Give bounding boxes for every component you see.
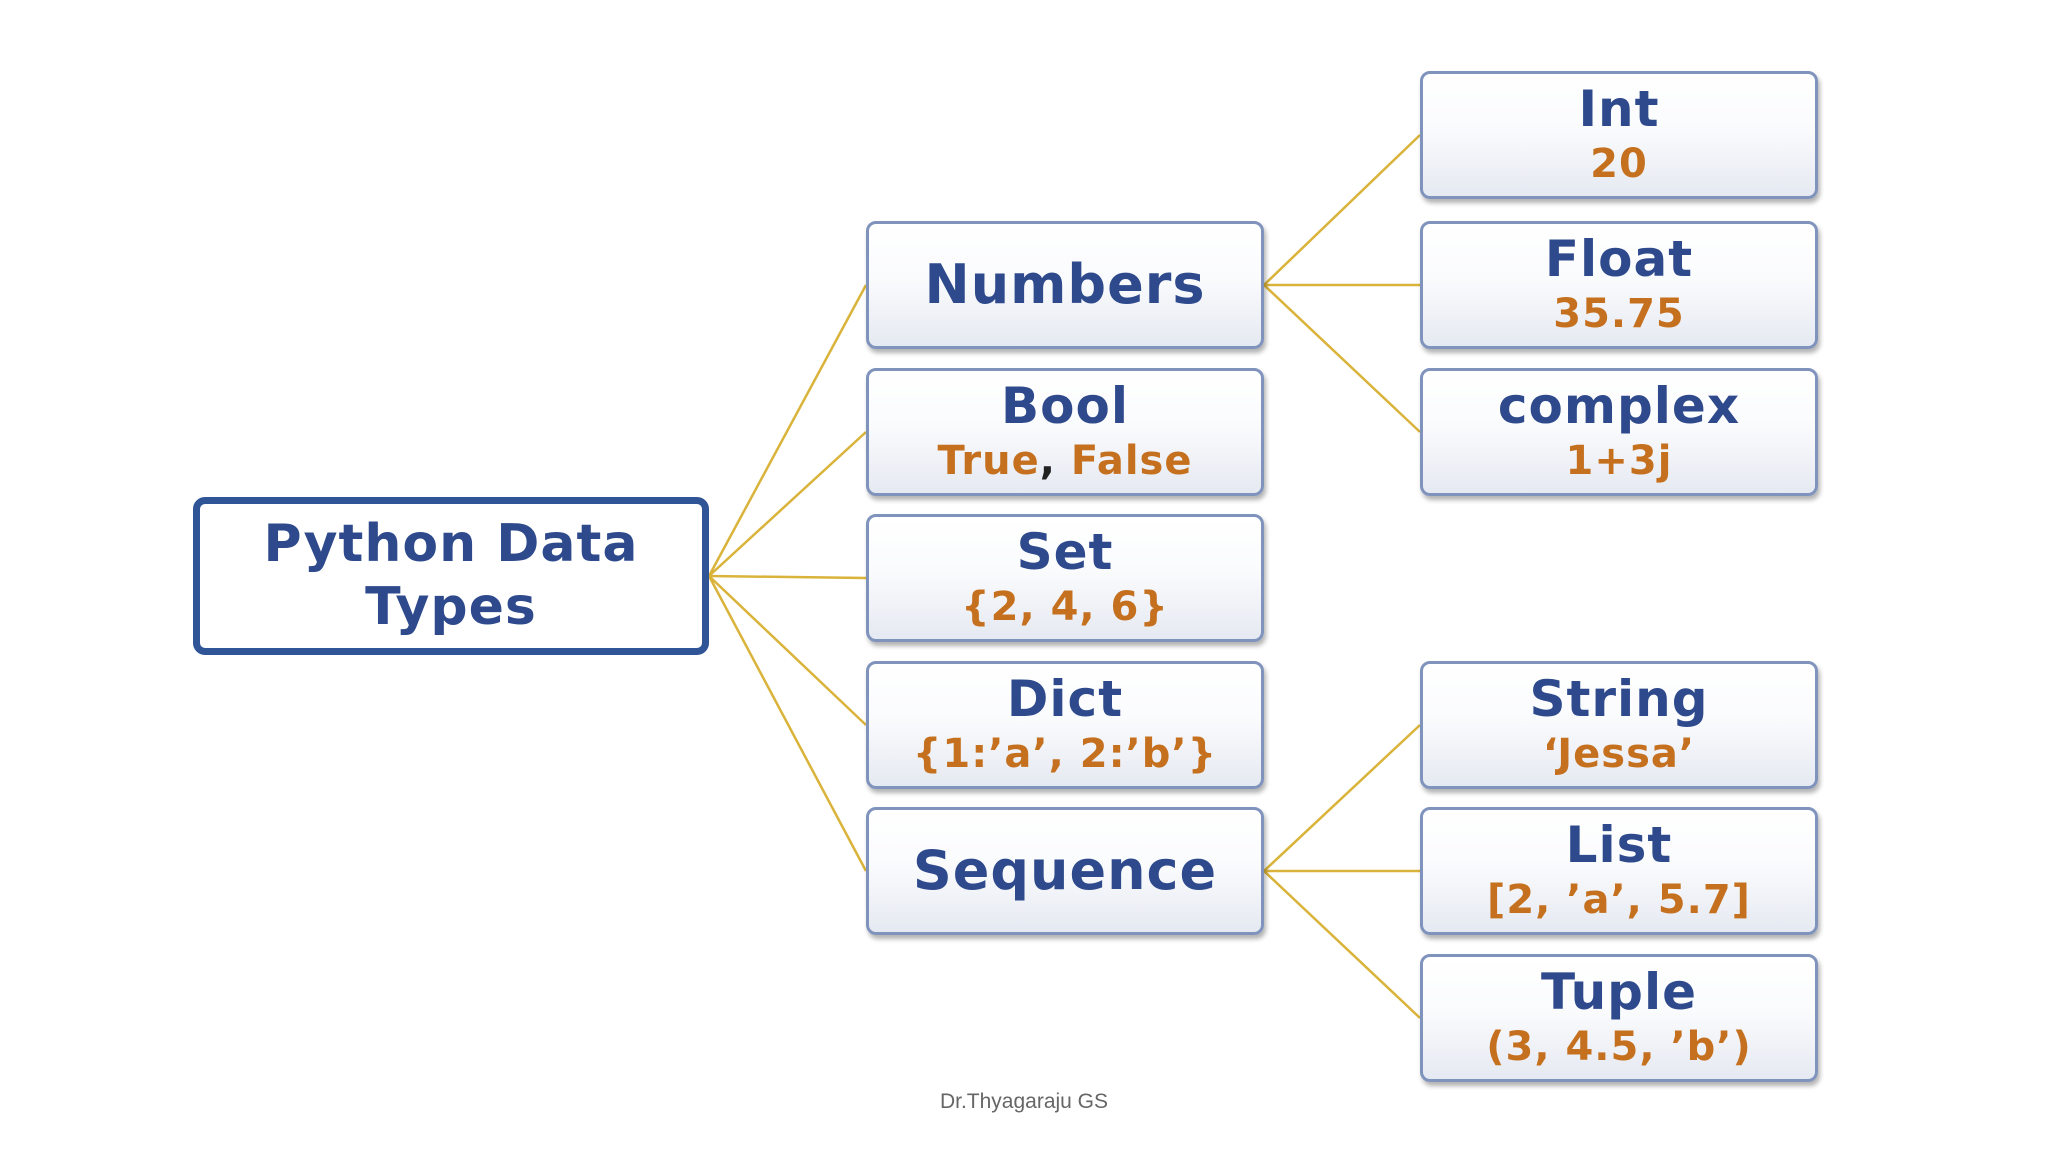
dict-value: {1:’a’, 2:’b’}	[912, 731, 1218, 778]
node-python-data-types: Python Data Types	[193, 497, 709, 655]
complex-value: 1+3j	[1565, 438, 1673, 485]
connector-root-set	[708, 574, 867, 580]
node-complex: complex 1+3j	[1420, 368, 1818, 496]
node-int: Int 20	[1420, 71, 1818, 199]
string-label: String	[1529, 669, 1709, 728]
node-sequence: Sequence	[866, 807, 1264, 935]
connector-numbers-complex	[1263, 284, 1421, 433]
dict-label: Dict	[1006, 669, 1124, 728]
connector-sequence-string	[1263, 724, 1421, 872]
node-list: List [2, ’a’, 5.7]	[1420, 807, 1818, 935]
set-value: {2, 4, 6}	[961, 584, 1169, 631]
node-string: String ‘Jessa’	[1420, 661, 1818, 789]
node-set: Set {2, 4, 6}	[866, 514, 1264, 642]
int-value: 20	[1590, 141, 1648, 188]
list-label: List	[1565, 815, 1673, 874]
string-value: ‘Jessa’	[1542, 731, 1696, 778]
int-label: Int	[1578, 79, 1660, 138]
connector-root-dict	[708, 575, 867, 726]
set-label: Set	[1016, 522, 1114, 581]
bool-value-false: False	[1070, 438, 1193, 485]
sequence-label: Sequence	[912, 838, 1218, 902]
connector-numbers-int	[1263, 134, 1421, 286]
connector-root-sequence	[707, 575, 868, 872]
bool-value-true: True	[937, 438, 1040, 485]
connector-root-numbers	[707, 284, 868, 577]
bool-value: True, False	[938, 438, 1193, 484]
bool-label: Bool	[1001, 376, 1129, 435]
tuple-value: (3, 4.5, ’b’)	[1486, 1024, 1752, 1071]
node-tuple: Tuple (3, 4.5, ’b’)	[1420, 954, 1818, 1082]
node-numbers: Numbers	[866, 221, 1264, 349]
float-label: Float	[1544, 229, 1694, 288]
root-label: Python Data Types	[263, 513, 639, 637]
bool-value-separator: ,	[1039, 438, 1056, 485]
numbers-label: Numbers	[924, 252, 1206, 316]
list-value: [2, ’a’, 5.7]	[1487, 877, 1751, 924]
node-float: Float 35.75	[1420, 221, 1818, 349]
node-dict: Dict {1:’a’, 2:’b’}	[866, 661, 1264, 789]
connector-sequence-tuple	[1263, 870, 1421, 1019]
connector-root-bool	[708, 431, 867, 577]
complex-label: complex	[1497, 376, 1741, 435]
footer-author: Dr.Thyagaraju GS	[939, 1090, 1109, 1113]
tuple-label: Tuple	[1540, 962, 1698, 1021]
float-value: 35.75	[1553, 291, 1685, 338]
node-bool: Bool True, False	[866, 368, 1264, 496]
